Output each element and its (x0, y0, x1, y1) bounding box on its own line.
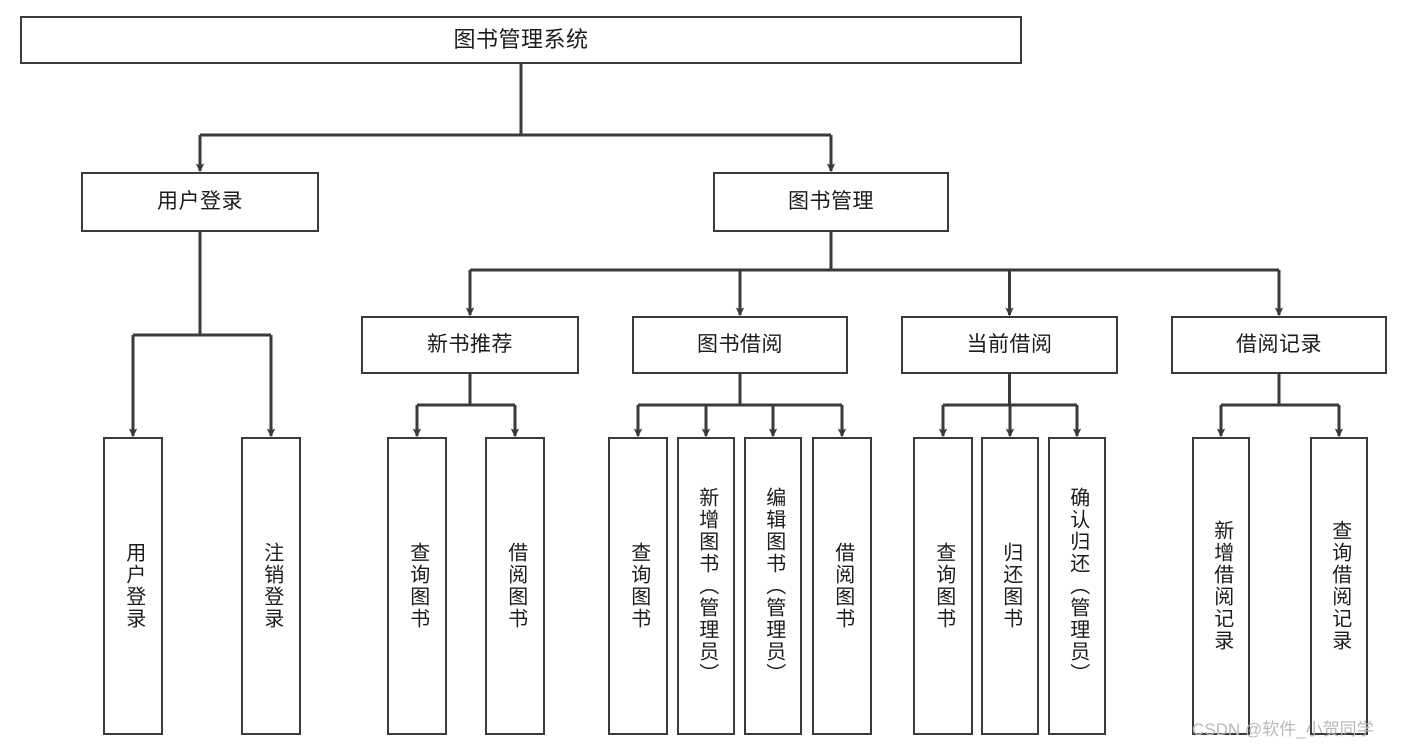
node-newbook[interactable]: 新书推荐 (361, 316, 579, 374)
node-l_login[interactable]: 用户登录 (103, 437, 163, 735)
node-label-l_return: 归还图书 (999, 542, 1022, 630)
node-root[interactable]: 图书管理系统 (20, 16, 1022, 64)
node-label-borrow: 图书借阅 (697, 332, 783, 356)
node-bookmgmt[interactable]: 图书管理 (713, 172, 949, 232)
node-current[interactable]: 当前借阅 (901, 316, 1118, 374)
node-l_return[interactable]: 归还图书 (981, 437, 1039, 735)
node-label-bookmgmt: 图书管理 (788, 189, 874, 213)
connector-lines (128, 64, 1344, 438)
node-label-l_login: 用户登录 (122, 542, 145, 630)
node-label-l_confirm: 确认归还（管理员） (1066, 487, 1089, 685)
node-l_borrow1[interactable]: 借阅图书 (485, 437, 545, 735)
node-label-l_add: 新增图书（管理员） (695, 487, 718, 685)
node-l_confirm[interactable]: 确认归还（管理员） (1048, 437, 1106, 735)
node-label-l_logout: 注销登录 (260, 542, 283, 630)
node-borrow[interactable]: 图书借阅 (632, 316, 848, 374)
node-records[interactable]: 借阅记录 (1171, 316, 1387, 374)
node-l_query2[interactable]: 查询图书 (608, 437, 668, 735)
node-label-l_borrow1: 借阅图书 (504, 542, 527, 630)
node-login[interactable]: 用户登录 (81, 172, 319, 232)
node-l_addrec[interactable]: 新增借阅记录 (1192, 437, 1250, 735)
node-l_query1[interactable]: 查询图书 (387, 437, 447, 735)
node-label-l_borrow2: 借阅图书 (831, 542, 854, 630)
node-label-l_edit: 编辑图书（管理员） (762, 487, 785, 685)
node-l_add[interactable]: 新增图书（管理员） (677, 437, 735, 735)
node-label-login: 用户登录 (157, 189, 243, 213)
node-label-l_addrec: 新增借阅记录 (1210, 520, 1233, 652)
node-label-root: 图书管理系统 (453, 27, 589, 53)
node-label-l_query2: 查询图书 (627, 542, 650, 630)
node-label-l_query1: 查询图书 (406, 542, 429, 630)
node-label-records: 借阅记录 (1236, 332, 1322, 356)
node-l_logout[interactable]: 注销登录 (241, 437, 301, 735)
node-l_query3[interactable]: 查询图书 (913, 437, 973, 735)
node-l_edit[interactable]: 编辑图书（管理员） (744, 437, 802, 735)
node-l_borrow2[interactable]: 借阅图书 (812, 437, 872, 735)
node-label-newbook: 新书推荐 (427, 332, 513, 356)
node-l_queryrec[interactable]: 查询借阅记录 (1310, 437, 1368, 735)
node-label-l_query3: 查询图书 (932, 542, 955, 630)
node-label-current: 当前借阅 (966, 332, 1053, 356)
node-label-l_queryrec: 查询借阅记录 (1328, 520, 1351, 652)
